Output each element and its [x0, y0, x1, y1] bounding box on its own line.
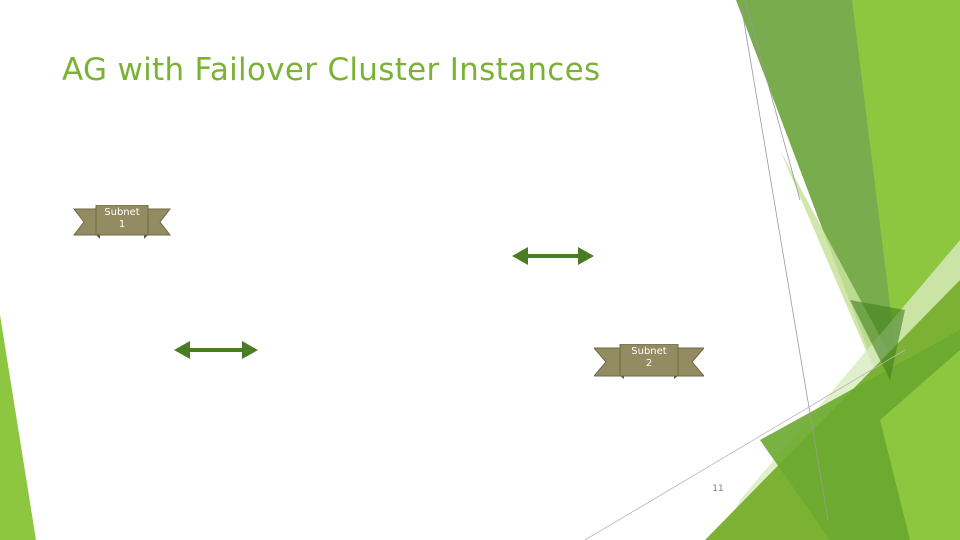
subnet-1-number: 1 [118, 219, 126, 230]
slide-title: AG with Failover Cluster Instances [62, 52, 601, 88]
double-arrow-connector-1 [512, 247, 594, 265]
page-number: 11 [712, 484, 724, 494]
double-arrow-connector-2 [174, 341, 258, 359]
subnet-1-label: Subnet [104, 207, 140, 218]
subnet-1-banner: Subnet 1 [72, 205, 172, 243]
ribbon-banner-icon [594, 344, 704, 379]
subnet-2-label: Subnet [631, 346, 667, 357]
subnet-2-number: 2 [645, 358, 653, 369]
ribbon-banner-icon [72, 205, 172, 239]
subnet-2-banner: Subnet 2 [594, 344, 704, 382]
